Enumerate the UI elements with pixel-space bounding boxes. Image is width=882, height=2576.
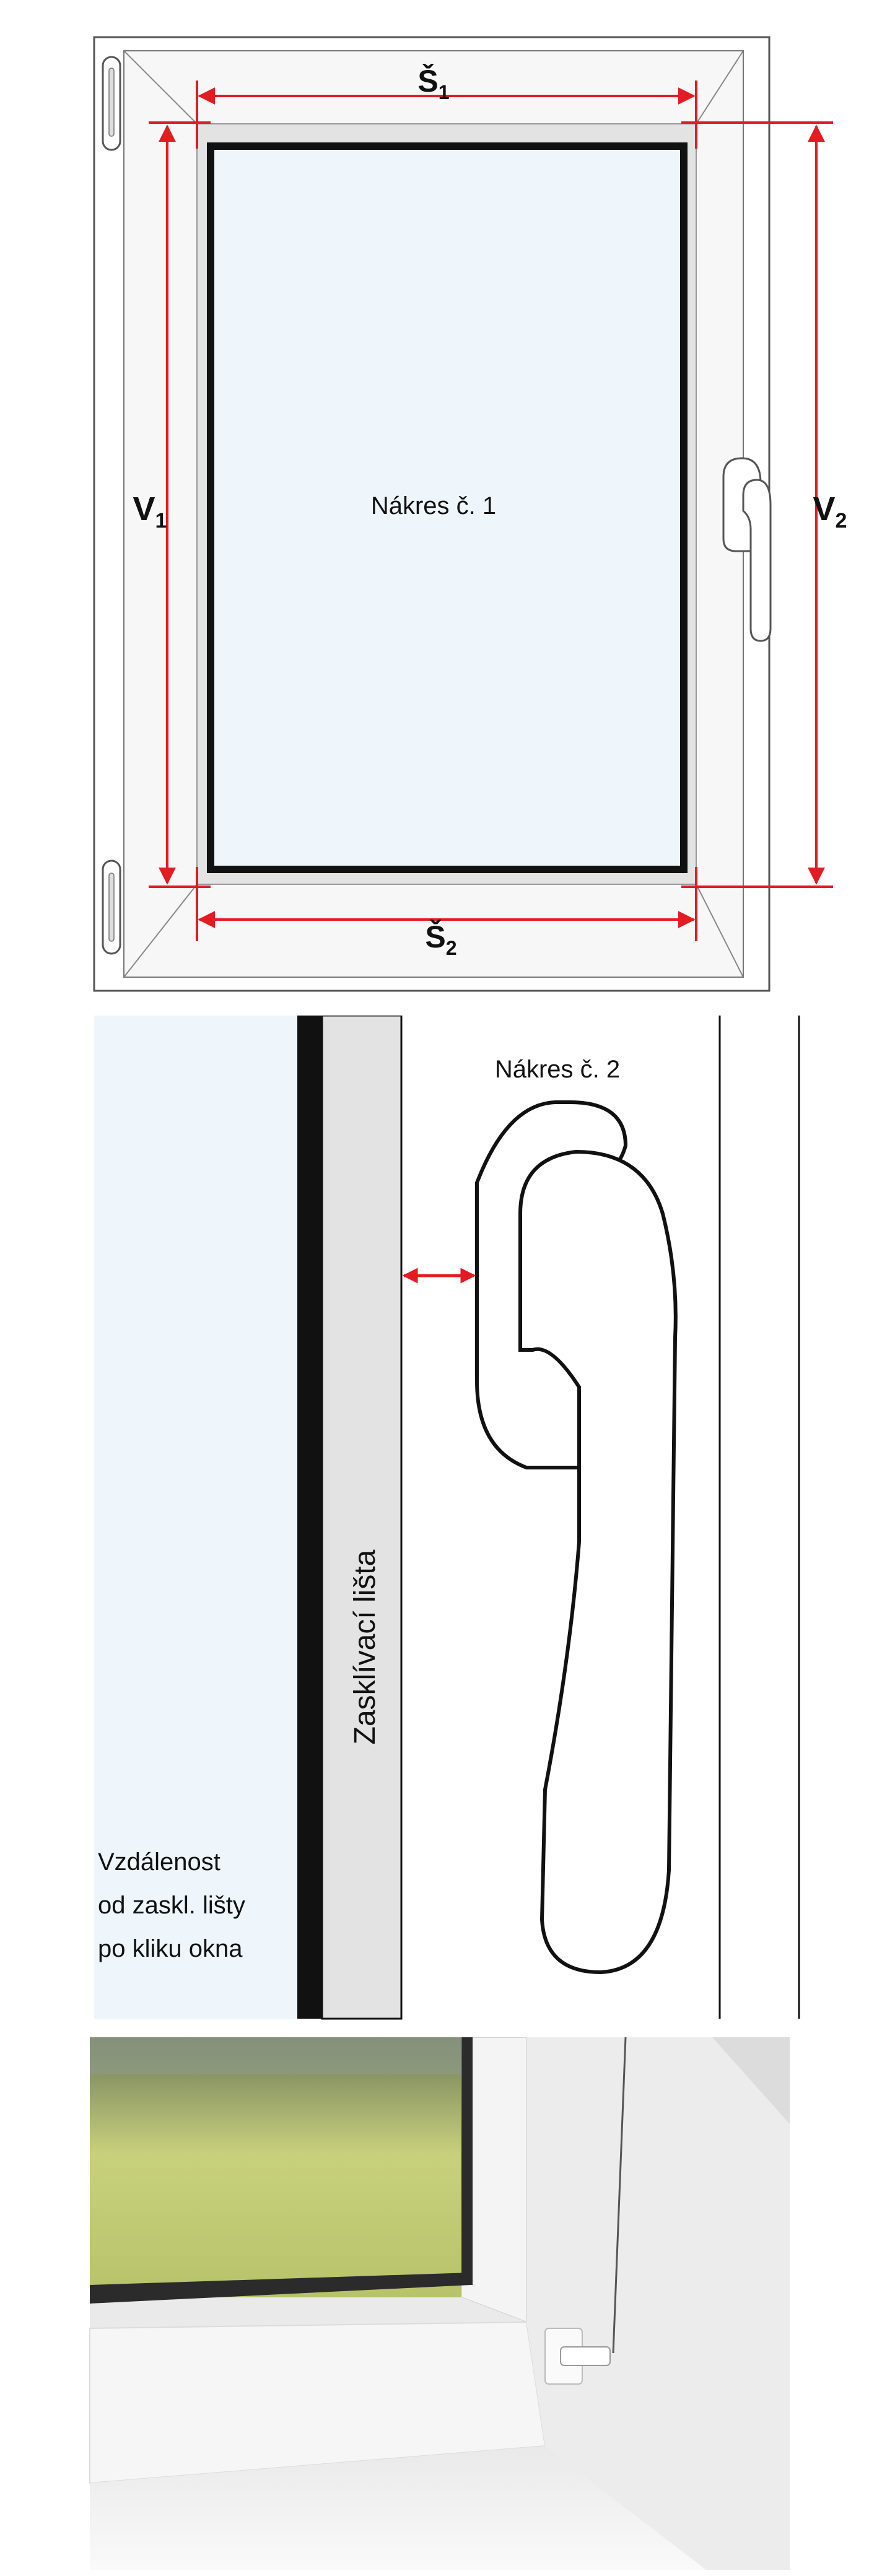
drawing-2-handle-detail: Zasklívací lišta Nákres č. 2 Vzdálenost …	[94, 1016, 800, 2020]
label-height-right: V2	[813, 490, 847, 533]
frame-bevels	[123, 50, 744, 978]
frame-profile-lines	[718, 1016, 800, 2019]
window-handle-icon	[722, 457, 772, 642]
drawing-1-window: Š1 Š2 V1 V2 Nákres č. 1	[93, 36, 847, 992]
hinge-bottom	[102, 859, 121, 955]
label-width-bottom: Š2	[425, 919, 456, 959]
blind-handle-icon	[544, 2328, 611, 2385]
window-handle-detail-icon	[475, 1100, 678, 1975]
blind-cord	[612, 2037, 627, 2354]
gasket	[297, 1016, 322, 2019]
label-width-top: Š1	[417, 63, 449, 103]
glazing-bead-detail	[321, 1016, 403, 2020]
caption-drawing-2: Nákres č. 2	[495, 1056, 620, 1083]
glass-detail	[94, 1016, 297, 2019]
window-sill	[90, 2446, 706, 2570]
window-photo-render	[89, 2037, 790, 2570]
outside-view	[90, 2037, 461, 2297]
glass-pane	[207, 142, 688, 873]
sash-gasket	[90, 2273, 471, 2304]
label-height-left: V1	[133, 490, 167, 533]
caption-drawing-1: Nákres č. 1	[371, 492, 496, 520]
dimension-lines	[149, 80, 833, 941]
hinge-top	[102, 56, 121, 151]
label-glazing-bead: Zasklívací lišta	[349, 1549, 382, 1744]
note-distance: Vzdálenost od zaskl. lišty po kliku okna	[98, 1848, 252, 1962]
